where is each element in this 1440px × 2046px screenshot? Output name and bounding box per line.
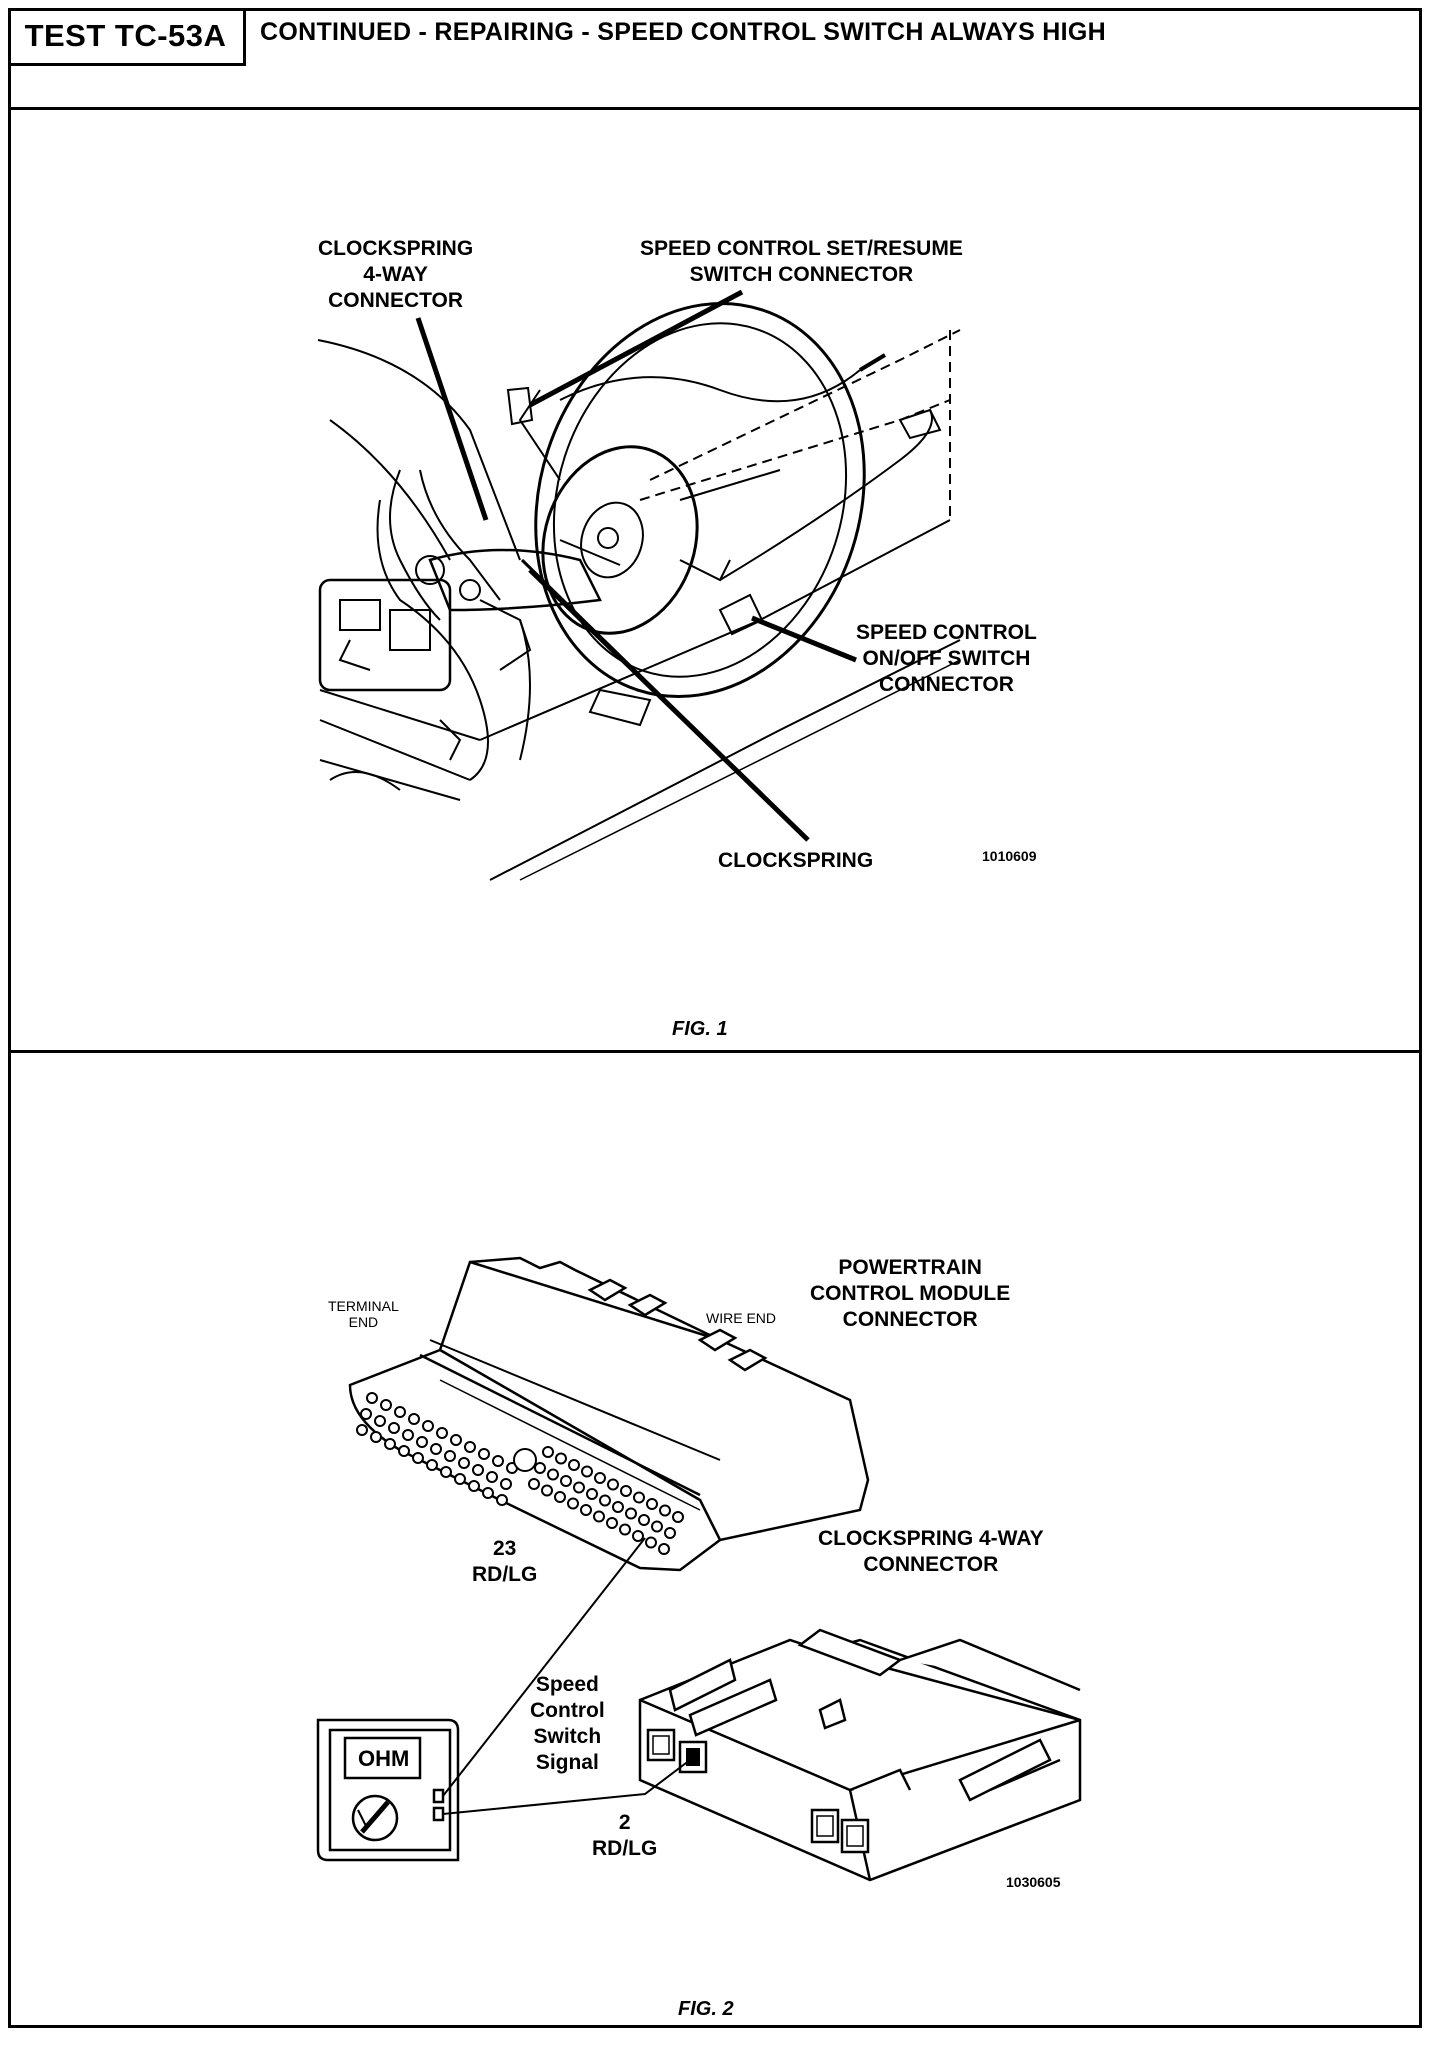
fig1-label-set-resume-connector: SPEED CONTROL SET/RESUME SWITCH CONNECTO… — [640, 237, 963, 286]
pcm-pin-hole — [482, 1487, 494, 1499]
pcm-pin-hole — [573, 1481, 585, 1494]
test-id: TEST TC-53A — [8, 8, 246, 66]
pcm-pin-hole — [658, 1543, 670, 1555]
pcm-pin-hole — [599, 1494, 611, 1507]
pcm-pin-hole — [436, 1427, 448, 1439]
fig2-code: 1030605 — [1006, 1874, 1061, 1890]
fig2-label-terminal-end: TERMINAL END — [328, 1298, 399, 1330]
pcm-pin-hole — [366, 1392, 378, 1404]
pcm-pin-hole — [370, 1431, 382, 1443]
fig2-label-clockspring-4way: CLOCKSPRING 4-WAY CONNECTOR — [818, 1527, 1044, 1576]
pcm-pin-hole — [638, 1514, 650, 1526]
pcm-pin-hole — [356, 1424, 368, 1436]
pcm-pin-hole — [528, 1478, 540, 1490]
pcm-pin-hole — [492, 1455, 504, 1467]
pcm-pin-hole — [464, 1441, 476, 1453]
pcm-pin-hole — [632, 1530, 644, 1542]
pcm-pin-hole — [486, 1471, 498, 1483]
pcm-pin-hole — [547, 1468, 559, 1481]
pcm-pin-hole — [468, 1480, 480, 1492]
pcm-pin-hole — [416, 1436, 428, 1448]
pcm-pin-hole — [620, 1485, 632, 1497]
pcm-pin-hole — [408, 1413, 420, 1425]
pcm-pin-hole — [593, 1510, 605, 1523]
pcm-pin-hole — [555, 1452, 567, 1465]
pcm-pin-hole — [398, 1445, 410, 1457]
pcm-pin-hole — [633, 1491, 645, 1504]
pcm-pin-hole — [412, 1452, 424, 1464]
fig2-label-pin23: 23 RD/LG — [472, 1537, 538, 1586]
pcm-pin-hole — [581, 1465, 593, 1478]
pcm-pin-hole — [402, 1429, 414, 1441]
pcm-pin-hole — [580, 1504, 592, 1516]
page-frame — [8, 8, 1422, 2028]
pcm-pin-hole — [440, 1466, 452, 1478]
pcm-pin-hole — [444, 1450, 456, 1462]
fig1-label-clockspring: CLOCKSPRING — [718, 849, 874, 872]
pcm-pin-hole — [612, 1501, 624, 1513]
pcm-pin-hole — [458, 1457, 470, 1469]
pcm-pin-hole — [542, 1446, 554, 1458]
fig1-label-clockspring-4way: CLOCKSPRING 4-WAY CONNECTOR — [318, 237, 474, 312]
pcm-pin-hole — [430, 1443, 442, 1455]
fig2-label-pin2: 2 RD/LG — [592, 1811, 658, 1860]
pcm-pin-hole — [450, 1434, 462, 1446]
pcm-pin-hole — [560, 1475, 572, 1487]
pcm-pin-hole — [645, 1536, 657, 1549]
header: TEST TC-53A CONTINUED - REPAIRING - SPEE… — [8, 8, 1422, 110]
pcm-pin-hole — [651, 1520, 663, 1533]
pcm-pin-hole — [496, 1494, 508, 1506]
pcm-pin-hole — [541, 1484, 553, 1497]
fig2-meter-display: OHM — [358, 1746, 410, 1771]
pcm-pin-hole — [394, 1406, 406, 1418]
pcm-pin-hole — [659, 1504, 671, 1517]
pcm-pin-hole — [422, 1420, 434, 1432]
fig2-caption: FIG. 2 — [678, 1998, 734, 2020]
pcm-pin-hole — [664, 1527, 676, 1539]
pcm-pin-hole — [554, 1491, 566, 1503]
pcm-pin-hole — [606, 1517, 618, 1529]
pcm-pin-hole — [472, 1464, 484, 1476]
pcm-pin-hole — [454, 1473, 466, 1485]
pcm-pin-hole — [607, 1478, 619, 1491]
pcm-pin-hole — [568, 1459, 580, 1471]
pcm-pin-hole — [384, 1438, 396, 1450]
pcm-pin-hole — [380, 1399, 392, 1411]
fig1-code: 1010609 — [982, 848, 1037, 864]
pcm-pin-hole — [567, 1497, 579, 1510]
fig1-label-on-off-connector: SPEED CONTROL ON/OFF SWITCH CONNECTOR — [856, 621, 1037, 696]
fig2-label-pcm-connector: POWERTRAIN CONTROL MODULE CONNECTOR — [810, 1256, 1011, 1331]
figure-divider — [8, 1050, 1422, 1053]
pcm-pin-hole — [594, 1472, 606, 1484]
page-title: CONTINUED - REPAIRING - SPEED CONTROL SW… — [260, 18, 1107, 46]
pcm-pin-hole — [388, 1422, 400, 1434]
pcm-pin-hole — [374, 1415, 386, 1427]
pcm-pin-hole — [478, 1448, 490, 1460]
pcm-pin-hole — [625, 1507, 637, 1520]
fig2-label-signal: Speed Control Switch Signal — [530, 1673, 605, 1774]
pcm-pin-hole — [426, 1459, 438, 1471]
pcm-pin-hole — [500, 1478, 512, 1490]
pcm-pin-hole — [619, 1523, 631, 1536]
fig2-label-wire-end: WIRE END — [706, 1310, 776, 1326]
pcm-pin-hole — [672, 1511, 684, 1523]
pcm-pin-hole — [360, 1408, 372, 1420]
pcm-pin-hole — [534, 1462, 546, 1474]
pcm-pin-hole — [586, 1488, 598, 1500]
pcm-pin-hole — [646, 1498, 658, 1510]
fig1-caption: FIG. 1 — [672, 1018, 728, 1040]
